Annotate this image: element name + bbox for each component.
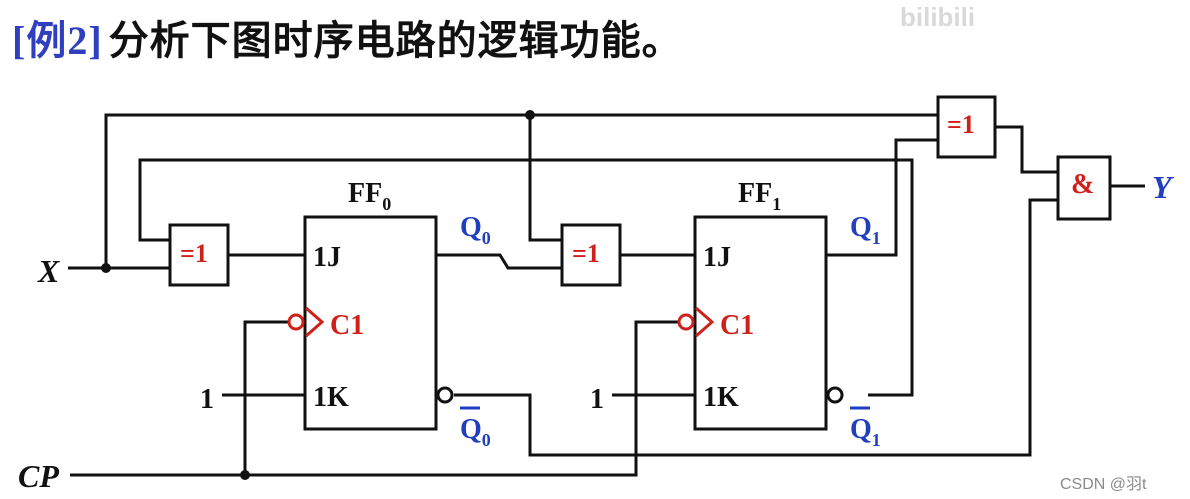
svg-text:Q0: Q0 [460,212,491,248]
ff0-qbar-sub: 0 [482,430,491,450]
svg-text:Q1: Q1 [850,414,881,450]
ff0-clk-label: C1 [330,310,364,341]
title-text: 分析下图时序电路的逻辑功能。 [108,18,683,64]
bilibili-watermark: bilibili [900,2,976,32]
xor-gate-top: =1 [936,95,997,159]
ff1-clock-bubble-icon [677,313,695,331]
ff0-j-label: 1J [313,242,341,273]
junction-cp [240,470,250,480]
ff0-body [303,215,438,431]
xortop-label: =1 [947,110,975,139]
ff1-q-sub: 1 [872,228,881,248]
wire-cp-to-c1b [70,320,678,477]
xor-gate-0: =1 [168,223,230,287]
ff0-q-label: Q [460,212,482,243]
junction-x [101,263,111,273]
ff1-clock-triangle-icon [695,306,715,338]
output-y-label: Y [1152,169,1174,205]
ff1-body [693,215,828,431]
ff0-clock-triangle-icon [305,306,325,338]
wire-x-to-xor2 [528,115,562,242]
xor-gate-2: =1 [560,223,622,287]
const-k1-label: 1 [590,384,604,415]
xor2-label: =1 [572,239,600,268]
ff0-name: FF [348,178,382,209]
ff0-clock-bubble-icon [287,313,305,331]
wire-x-top-bus [104,113,938,268]
input-x-label: X [37,253,60,289]
ff0-q-sub: 0 [482,228,491,248]
wire-xortop-to-and [995,125,1058,174]
ff1-qbar-sub: 1 [872,430,881,450]
svg-text:Q1: Q1 [850,212,881,248]
wires [68,113,1145,477]
ff1-q-label: Q [850,212,872,243]
page-title: [例2]分析下图时序电路的逻辑功能。 [12,8,683,68]
and-gate: & [1056,155,1112,221]
xortop-body [936,95,997,159]
junction-top-bus [525,110,535,120]
ff1-index: 1 [772,194,781,214]
xor0-body [168,223,230,287]
ff0-index: 0 [382,194,391,214]
const-k0-label: 1 [200,384,214,415]
ff0-qbar-label: Q [460,414,482,445]
wire-q1bar-feedback [138,158,914,397]
ff1-name: FF [738,178,772,209]
svg-text:Q0: Q0 [460,414,491,450]
wire-q0bar-to-and [454,198,1058,457]
ff1-k-label: 1K [703,382,739,413]
ff0-qbar-bubble-icon [436,386,454,404]
xor2-body [560,223,622,287]
and-label: & [1071,169,1094,200]
ff1-j-label: 1J [703,242,731,273]
and-body [1056,155,1112,221]
svg-text:FF0: FF0 [348,178,391,214]
ff1-qbar-bubble-icon [826,386,844,404]
flipflop-ff0: FF0 1J C1 1K Q0 Q0 [287,178,491,450]
svg-text:FF1: FF1 [738,178,781,214]
wire-cp-to-c1a [243,320,288,475]
xor0-label: =1 [180,239,208,268]
input-cp-label: CP [18,458,59,494]
csdn-credit: CSDN @羽t [1060,476,1147,493]
wire-q0-to-xor2 [436,253,562,270]
flipflop-ff1: FF1 1J C1 1K Q1 Q1 [677,178,881,450]
example-tag: [例2] [12,18,103,63]
ff0-k-label: 1K [313,382,349,413]
ff1-clk-label: C1 [720,310,754,341]
wire-q1-to-xor-top [826,138,938,257]
ff1-qbar-label: Q [850,414,872,445]
